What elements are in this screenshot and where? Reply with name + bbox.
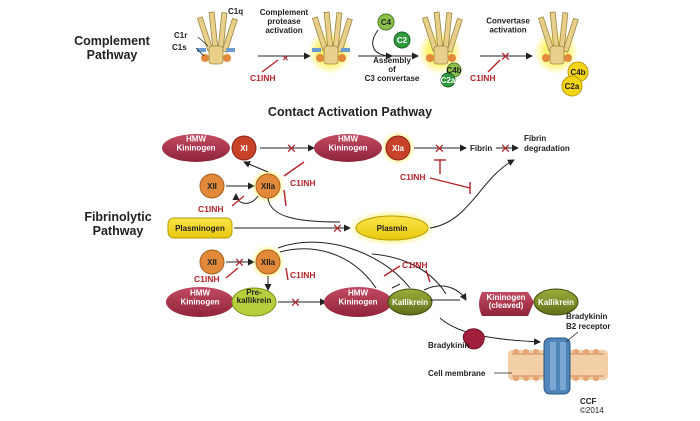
c2-molecule: C2: [393, 31, 411, 49]
c4-molecule: C4: [377, 13, 395, 31]
c1inh-label: C1INH: [470, 73, 496, 83]
xii-factor-1: XII: [199, 173, 225, 199]
c1-complex-1: [196, 11, 238, 65]
c1s-label: C1s: [172, 43, 187, 52]
bradykinin-peptide: [462, 328, 485, 350]
svg-text:Plasmin: Plasmin: [377, 224, 408, 233]
svg-text:C2: C2: [397, 36, 408, 45]
copyright-year: ©2014: [580, 406, 604, 415]
c1-complex-2: [308, 11, 353, 74]
svg-text:Pre-kallikrein: Pre-kallikrein: [237, 288, 272, 305]
x-mark: ✕: [290, 295, 301, 310]
x-mark: ✕: [286, 141, 297, 156]
plasmin-node: Plasmin: [348, 210, 436, 246]
x-mark: ✕: [282, 54, 289, 63]
bradykinin-b2-receptor: [543, 337, 571, 395]
plasminogen-node: Plasminogen: [167, 217, 233, 239]
c1q-label: C1q: [228, 7, 243, 16]
fibrin-label: Fibrin: [470, 144, 492, 153]
svg-text:Kallikrein: Kallikrein: [392, 298, 428, 307]
c1inh-label: C1INH: [250, 73, 276, 83]
svg-text:XIIa: XIIa: [261, 182, 276, 191]
x-mark: ✕: [434, 141, 445, 156]
xiia-factor-2: XIIa: [251, 245, 285, 279]
c1inh-label: C1INH: [290, 178, 316, 188]
svg-text:XIIa: XIIa: [261, 258, 276, 267]
c2a-label-2: C2a: [565, 82, 580, 91]
ccf-credit: CCF: [580, 397, 597, 406]
svg-text:XII: XII: [207, 258, 217, 267]
svg-text:Plasminogen: Plasminogen: [175, 224, 225, 233]
c1inh-label: C1INH: [402, 260, 428, 270]
c1r-label: C1r: [174, 31, 187, 40]
svg-text:XIa: XIa: [392, 144, 405, 153]
c1inh-label: C1INH: [194, 274, 220, 284]
c4b-label-1: C4b: [446, 66, 461, 75]
xiia-factor-1: XIIa: [251, 169, 285, 203]
c4b-label-2: C4b: [570, 68, 585, 77]
contact-activation-title: Contact Activation Pathway: [268, 105, 432, 119]
x-mark: ✕: [332, 221, 343, 236]
c1-complex-4: [534, 11, 579, 74]
x-mark: ✕: [500, 141, 511, 156]
x-mark: ✕: [500, 49, 511, 64]
c1inh-label: C1INH: [290, 270, 316, 280]
xii-factor-2: XII: [199, 249, 225, 275]
svg-text:Kallikrein: Kallikrein: [538, 298, 574, 307]
c1inh-label: C1INH: [400, 172, 426, 182]
bradykinin-label: Bradykinin: [428, 341, 469, 350]
c1-complex-3: [418, 11, 463, 88]
c2a-label-1: C2a: [441, 76, 456, 85]
x-mark: ✕: [234, 255, 245, 270]
svg-text:XII: XII: [207, 182, 217, 191]
c1inh-label: C1INH: [198, 204, 224, 214]
cell-membrane-label: Cell membrane: [428, 369, 486, 378]
svg-text:XI: XI: [240, 144, 248, 153]
svg-text:C4: C4: [381, 18, 392, 27]
